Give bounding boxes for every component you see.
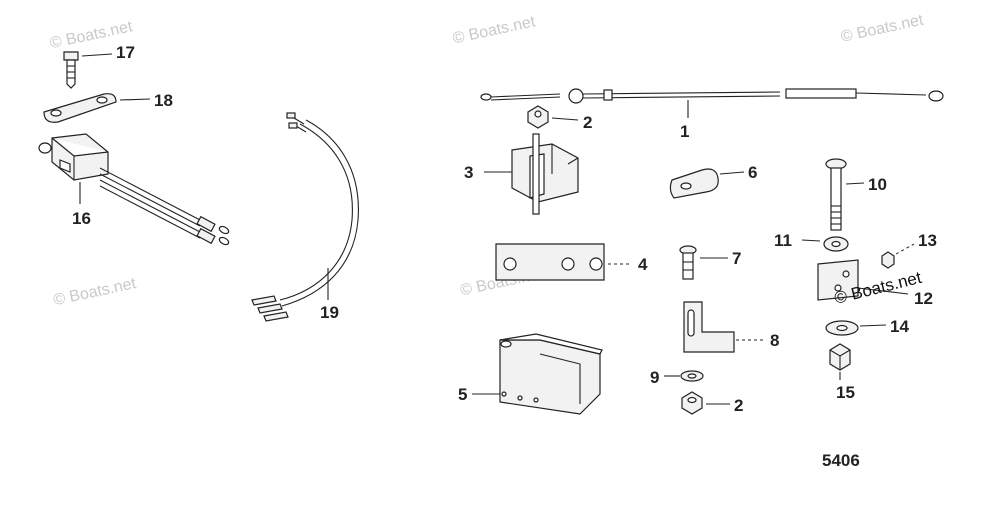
callout-7: 7	[732, 249, 741, 268]
callout-17: 17	[116, 43, 135, 62]
callout-8: 8	[770, 331, 779, 350]
diagram-number: 5406	[822, 451, 860, 470]
part-18-plate[interactable]	[43, 93, 151, 123]
part-7-screw[interactable]	[679, 245, 728, 280]
callout-3: 3	[464, 163, 473, 182]
part-12-bracket[interactable]	[817, 259, 909, 301]
callout-12: 12	[914, 289, 933, 308]
part-8-l-bracket[interactable]	[683, 301, 764, 353]
part-6-clamp[interactable]	[669, 168, 745, 199]
callout-14: 14	[890, 317, 909, 336]
callout-13: 13	[918, 231, 937, 250]
part-5-mounting-bracket[interactable]	[472, 333, 603, 415]
callout-4: 4	[638, 255, 648, 274]
callout-10: 10	[868, 175, 887, 194]
callout-5: 5	[458, 385, 467, 404]
callout-1: 1	[680, 122, 689, 141]
part-11-washer[interactable]	[801, 236, 849, 252]
callout-6: 6	[748, 163, 757, 182]
part-14-washer[interactable]	[825, 320, 887, 336]
part-15-hex-nut[interactable]	[829, 343, 851, 380]
part-2-nut-top[interactable]	[527, 105, 579, 129]
part-17-screw[interactable]	[63, 51, 113, 89]
part-3-bracket[interactable]	[484, 133, 579, 215]
part-10-bolt[interactable]	[825, 158, 865, 231]
watermark-text: © Boats.net	[52, 275, 138, 309]
watermark-text: © Boats.net	[839, 12, 925, 46]
part-19-wire-harness[interactable]	[251, 112, 359, 322]
part-1-cable[interactable]	[480, 88, 944, 118]
callout-15: 15	[836, 383, 855, 402]
callout-16: 16	[72, 209, 91, 228]
watermark-text: © Boats.net	[451, 13, 537, 47]
callout-2-bottom: 2	[734, 396, 743, 415]
callout-11: 11	[774, 231, 792, 250]
part-9-washer[interactable]	[664, 370, 704, 382]
part-4-plate[interactable]	[495, 243, 632, 281]
part-2-nut-bottom[interactable]	[681, 391, 730, 415]
callout-9: 9	[650, 368, 659, 387]
callout-18: 18	[154, 91, 173, 110]
callout-2-top: 2	[583, 113, 592, 132]
part-16-switch[interactable]	[38, 133, 230, 246]
part-13-clip[interactable]	[881, 243, 915, 269]
callout-19: 19	[320, 303, 339, 322]
